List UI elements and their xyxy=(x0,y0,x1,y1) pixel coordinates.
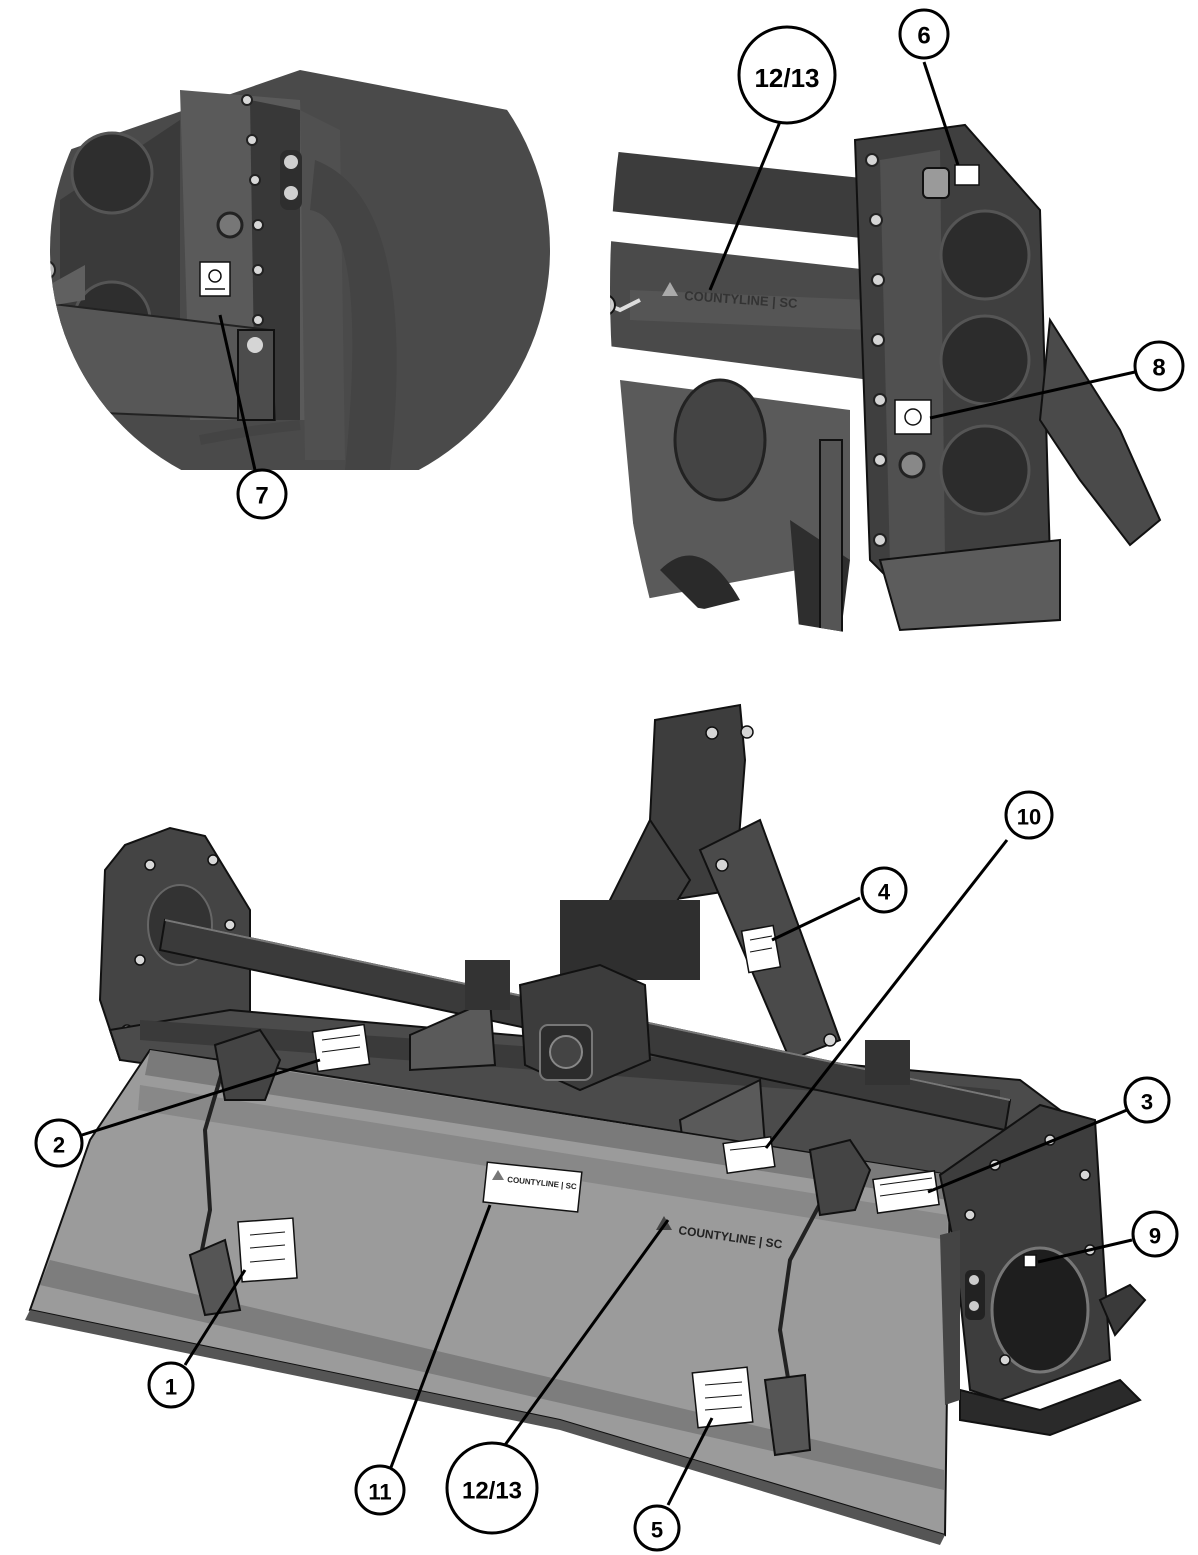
decal-5 xyxy=(691,1366,754,1429)
callout-10: 10 xyxy=(1004,790,1054,840)
callout-1-label: 1 xyxy=(165,1375,177,1400)
decal-10 xyxy=(722,1135,776,1175)
callout-6-label: 6 xyxy=(917,23,930,50)
decal-4 xyxy=(740,924,782,974)
callout-10-label: 10 xyxy=(1017,805,1041,830)
callout-12-13-top: 12/13 xyxy=(737,25,837,125)
detail-gearbox-end-view: COUNTYLINE | SC xyxy=(610,123,1162,671)
tiller-main-view: COUNTYLINE | SC COUNTYLINE | SC xyxy=(25,703,1147,1545)
callout-6: 6 xyxy=(898,8,950,60)
decal-9 xyxy=(1023,1254,1037,1268)
callout-4-label: 4 xyxy=(878,880,891,905)
callout-12-13-bottom-label: 12/13 xyxy=(462,1478,522,1505)
decal-2 xyxy=(311,1023,371,1073)
callout-9: 9 xyxy=(1131,1210,1179,1258)
callout-9-label: 9 xyxy=(1149,1224,1161,1249)
callout-5: 5 xyxy=(633,1504,681,1552)
serial-plate-11 xyxy=(482,1161,583,1213)
callout-8: 8 xyxy=(1133,340,1185,392)
callout-1: 1 xyxy=(147,1361,195,1409)
callout-7-label: 7 xyxy=(255,483,268,510)
callout-5-label: 5 xyxy=(651,1518,663,1543)
callout-3: 3 xyxy=(1123,1076,1171,1124)
callout-7: 7 xyxy=(236,468,288,520)
leader-7 xyxy=(218,314,257,471)
decal-1 xyxy=(237,1217,298,1283)
callout-12-13-top-label: 12/13 xyxy=(754,63,819,93)
callout-12-13-bottom: 12/13 xyxy=(445,1441,539,1535)
detail-inset-gearbox-side xyxy=(50,0,550,500)
callout-8-label: 8 xyxy=(1152,355,1165,382)
callout-3-label: 3 xyxy=(1141,1090,1153,1115)
callout-2-label: 2 xyxy=(53,1133,65,1158)
callout-2: 2 xyxy=(34,1118,84,1168)
leader-lines xyxy=(81,61,1136,1506)
callout-11-label: 11 xyxy=(368,1480,391,1505)
callout-4: 4 xyxy=(860,866,908,914)
callout-11: 11 xyxy=(354,1464,406,1516)
